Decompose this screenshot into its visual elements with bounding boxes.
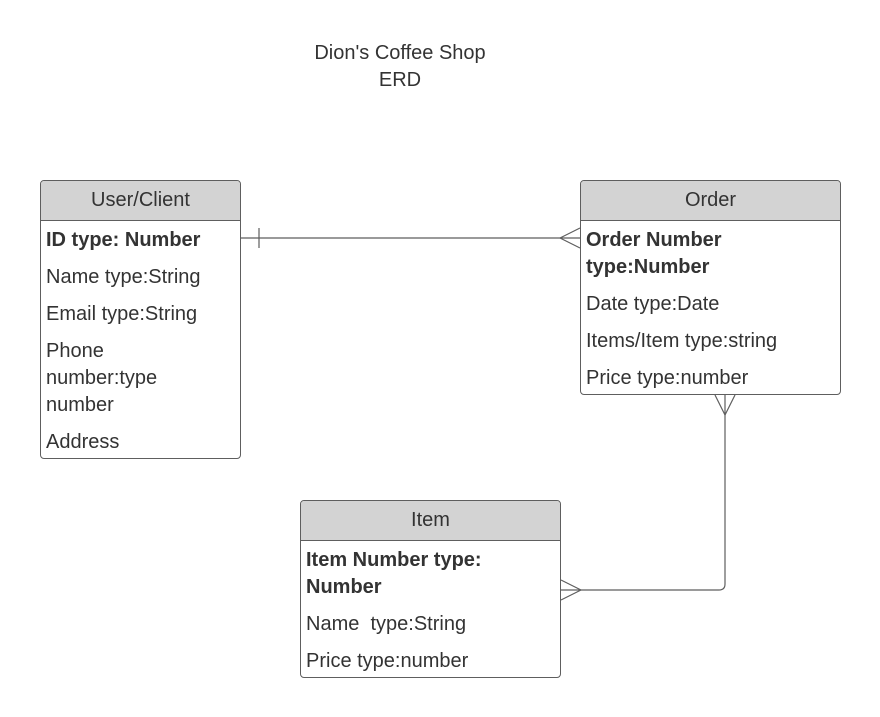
entity-attribute: Phone number:type number — [46, 340, 158, 416]
entity-attribute: Date type:Date — [586, 293, 720, 315]
many-cardinality-marker-item — [560, 579, 582, 601]
diagram-title-line1: Dion's Coffee Shop — [314, 42, 486, 64]
entity-attribute: Items/Item type:string — [586, 330, 778, 352]
entity-attribute: Price type:number — [586, 367, 749, 389]
entity-attribute: Name type:String — [46, 266, 201, 288]
diagram-title: Dion's Coffee Shop ERD — [300, 40, 500, 94]
diagram-title-line2: ERD — [378, 69, 422, 91]
entity-attribute: Order Number type:Number — [586, 229, 722, 278]
entity-attribute: ID type: Number — [46, 229, 201, 251]
relationship-order-item — [560, 394, 736, 601]
entity-user-client[interactable]: User/Client ID type: Number Name type:St… — [40, 180, 241, 459]
entity-item[interactable]: Item Item Number type: Number Name type:… — [300, 500, 561, 678]
relationship-line-order-item — [561, 395, 726, 591]
many-cardinality-marker — [559, 227, 581, 249]
entity-attribute: Item Number type: Number — [306, 549, 482, 598]
entity-attribute: Email type:String — [46, 303, 198, 325]
entity-header: Order — [581, 181, 840, 221]
entity-header: User/Client — [41, 181, 240, 221]
entity-header: Item — [301, 501, 560, 541]
entity-order[interactable]: Order Order Number type:Number Date type… — [580, 180, 841, 395]
entity-attribute: Price type:number — [306, 650, 469, 672]
entity-attribute: Address — [46, 431, 120, 453]
relationship-user-order — [241, 227, 581, 249]
entity-attribute: Name type:String — [306, 613, 467, 635]
many-cardinality-marker-order — [714, 394, 736, 416]
